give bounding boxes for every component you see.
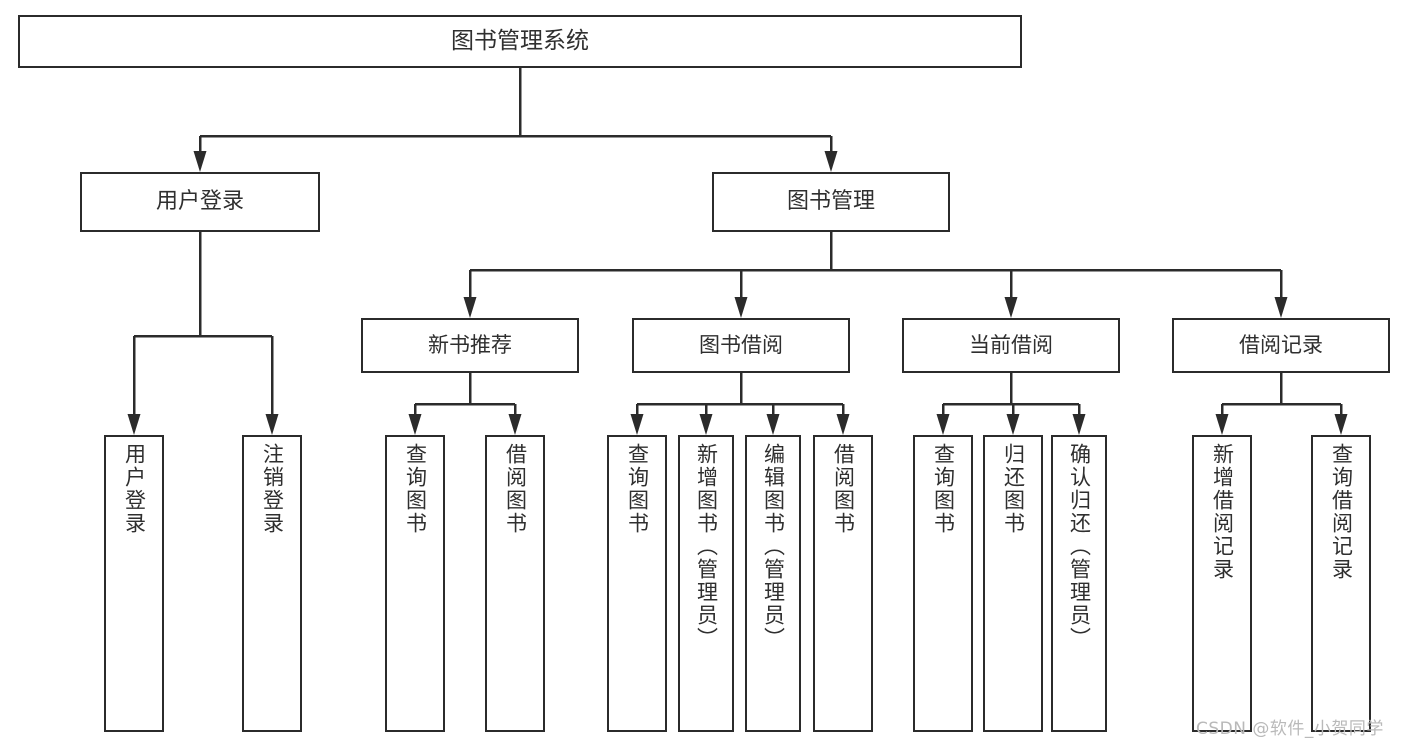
node-leaf-add-borrow-record[interactable]: 新增借阅记录 xyxy=(1192,435,1252,732)
node-leaf-borrow-book-2[interactable]: 借阅图书 xyxy=(813,435,873,732)
node-borrow-record-label: 借阅记录 xyxy=(1239,333,1323,358)
node-leaf-logout-login-label: 注销登录 xyxy=(260,443,285,535)
node-leaf-borrow-book-1-label: 借阅图书 xyxy=(503,443,528,535)
node-book-borrow-label: 图书借阅 xyxy=(699,333,783,358)
node-new-book-recommend-label: 新书推荐 xyxy=(428,333,512,358)
node-leaf-query-borrow-record-label: 查询借阅记录 xyxy=(1329,443,1354,581)
node-leaf-add-borrow-record-label: 新增借阅记录 xyxy=(1210,443,1235,581)
node-leaf-query-book-1[interactable]: 查询图书 xyxy=(385,435,445,732)
node-user-login-label: 用户登录 xyxy=(155,189,244,215)
node-leaf-edit-book[interactable]: 编辑图书（管理员） xyxy=(745,435,801,732)
node-leaf-query-book-3[interactable]: 查询图书 xyxy=(913,435,973,732)
node-leaf-query-book-2[interactable]: 查询图书 xyxy=(607,435,667,732)
node-leaf-user-login[interactable]: 用户登录 xyxy=(104,435,164,732)
node-leaf-edit-book-label: 编辑图书（管理员） xyxy=(761,443,786,650)
node-root[interactable]: 图书管理系统 xyxy=(18,15,1022,68)
node-current-borrow[interactable]: 当前借阅 xyxy=(902,318,1120,373)
node-book-borrow[interactable]: 图书借阅 xyxy=(632,318,850,373)
node-user-login[interactable]: 用户登录 xyxy=(80,172,320,232)
node-current-borrow-label: 当前借阅 xyxy=(969,333,1053,358)
node-leaf-query-book-1-label: 查询图书 xyxy=(403,443,428,535)
node-leaf-add-book-label: 新增图书（管理员） xyxy=(694,443,719,650)
node-leaf-borrow-book-1[interactable]: 借阅图书 xyxy=(485,435,545,732)
node-book-manage-label: 图书管理 xyxy=(786,189,875,215)
node-leaf-confirm-return[interactable]: 确认归还（管理员） xyxy=(1051,435,1107,732)
node-leaf-logout-login[interactable]: 注销登录 xyxy=(242,435,302,732)
node-leaf-borrow-book-2-label: 借阅图书 xyxy=(831,443,856,535)
node-leaf-add-book[interactable]: 新增图书（管理员） xyxy=(678,435,734,732)
node-leaf-confirm-return-label: 确认归还（管理员） xyxy=(1067,443,1092,650)
node-leaf-return-book[interactable]: 归还图书 xyxy=(983,435,1043,732)
node-book-manage[interactable]: 图书管理 xyxy=(712,172,950,232)
node-root-label: 图书管理系统 xyxy=(451,27,589,54)
node-leaf-query-book-3-label: 查询图书 xyxy=(931,443,956,535)
node-leaf-query-borrow-record[interactable]: 查询借阅记录 xyxy=(1311,435,1371,732)
node-borrow-record[interactable]: 借阅记录 xyxy=(1172,318,1390,373)
node-leaf-user-login-label: 用户登录 xyxy=(122,443,147,535)
node-leaf-query-book-2-label: 查询图书 xyxy=(625,443,650,535)
watermark-text: CSDN @软件_小贺同学 xyxy=(1196,719,1384,739)
node-new-book-recommend[interactable]: 新书推荐 xyxy=(361,318,579,373)
node-leaf-return-book-label: 归还图书 xyxy=(1001,443,1026,535)
